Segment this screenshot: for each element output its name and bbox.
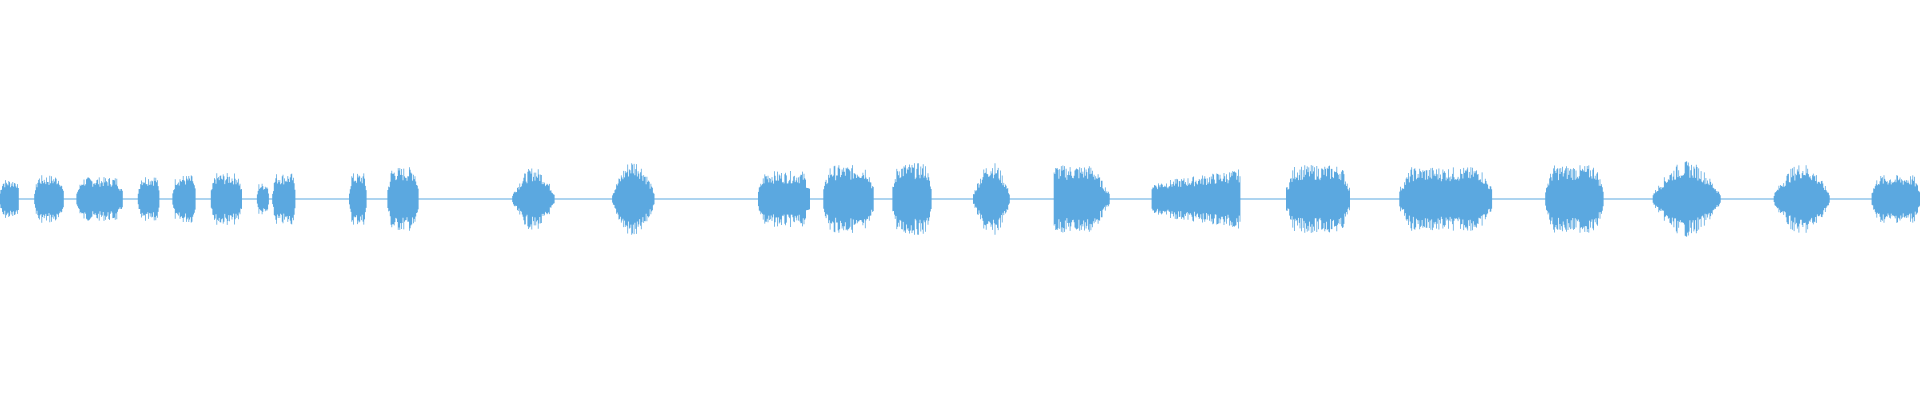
waveform-burst-8 <box>272 173 296 225</box>
waveform-burst-15 <box>892 163 932 235</box>
waveform-burst-16 <box>973 163 1010 235</box>
waveform-burst-9 <box>349 173 367 225</box>
waveform-burst-10 <box>387 167 419 231</box>
waveform-burst-5 <box>172 175 196 223</box>
waveform-burst-24 <box>1871 175 1920 223</box>
waveform-burst-6 <box>210 173 242 225</box>
waveform-burst-17 <box>1053 165 1110 233</box>
waveform-burst-14 <box>823 165 874 233</box>
waveform-burst-20 <box>1399 167 1493 231</box>
waveform-burst-1 <box>0 180 19 218</box>
waveform-burst-21 <box>1545 165 1604 233</box>
waveform-burst-13 <box>758 171 810 227</box>
waveform-burst-22 <box>1652 161 1721 237</box>
waveform-burst-12 <box>612 163 655 235</box>
waveform-burst-3 <box>76 177 123 221</box>
waveform-burst-23 <box>1773 165 1830 233</box>
waveform-burst-7 <box>256 183 269 215</box>
waveform <box>0 161 1920 237</box>
waveform-burst-19 <box>1286 165 1350 233</box>
waveform-burst-11 <box>512 168 555 230</box>
waveform-burst-2 <box>34 175 64 223</box>
waveform-burst-18 <box>1151 169 1241 229</box>
waveform-burst-4 <box>137 177 160 221</box>
